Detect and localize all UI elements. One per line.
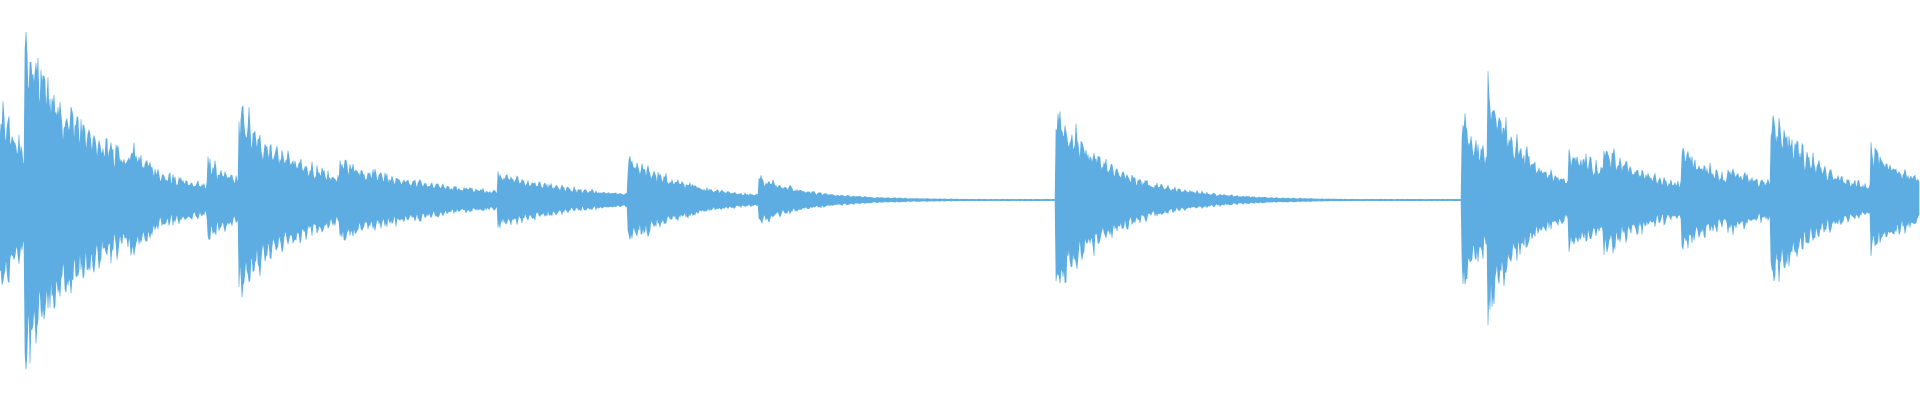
waveform-envelope [0,31,1920,370]
